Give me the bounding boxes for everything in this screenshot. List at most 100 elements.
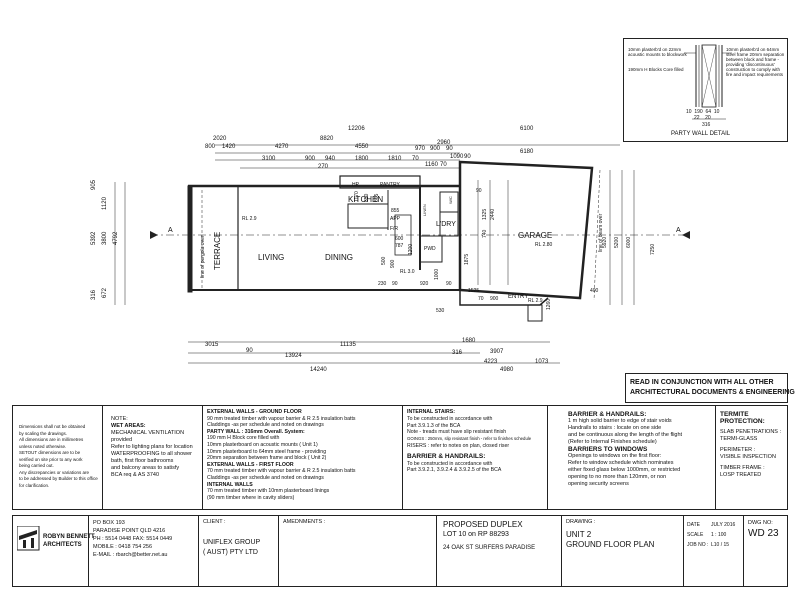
dim-k850: 850 [364, 193, 370, 202]
dim-g1325: 1325 [482, 209, 488, 220]
dim-4223: 4223 [484, 359, 498, 365]
dwg-cell: DWG NO: WD 23 [744, 516, 787, 586]
firm-name-line1: ROBYN BENNETT [43, 534, 95, 540]
dim-g90c: 90 [446, 281, 452, 287]
section-marker-left: A [168, 227, 173, 234]
read-in-conjunction-note: READ IN CONJUNCTION WITH ALL OTHER ARCHI… [625, 373, 795, 403]
dim-k855: 855 [391, 208, 400, 214]
amendments-label: AMEDNMENTS : [283, 519, 326, 525]
dim-g530: 530 [436, 308, 445, 314]
dim-3800: 3800 [102, 231, 108, 245]
dim-g90b: 90 [392, 281, 398, 287]
dim-90b: 90 [464, 154, 471, 160]
client-text: UNIFLEX GROUP( AUST) PTY LTD [203, 539, 261, 556]
dim-6100: 6100 [520, 126, 534, 132]
ground-floor-plan: 2020 800 1420 4270 8820 4550 12206 6100 … [91, 126, 690, 373]
pergola-note: line of pergola over [200, 235, 206, 278]
dim-970: 970 [415, 146, 426, 152]
dim-g900: 900 [490, 296, 499, 302]
room-hp: HP [352, 182, 360, 188]
drawing-cell: DRAWING : UNIT 2 GROUND FLOOR PLAN [562, 516, 684, 586]
barrier-text: BARRIER & HANDRAILS:1 m high solid barri… [568, 411, 683, 487]
dim-316: 316 [91, 289, 97, 300]
dim-1420: 1420 [222, 144, 236, 150]
dim-6180: 6180 [520, 149, 534, 155]
firm-name-line2: ARCHITECTS [43, 542, 82, 548]
party-wall-detail: 10mm plasterb'd on 22mm acoustic mounts … [623, 38, 788, 142]
room-linen: LINEN [422, 204, 427, 216]
rl-entry: RL 2.9 [528, 298, 543, 304]
dim-270: 270 [318, 164, 329, 170]
drawing-title: GROUND FLOOR PLAN [566, 540, 655, 549]
drawing-label: DRAWING : [566, 519, 596, 525]
dim-1090: 1090 [450, 154, 464, 160]
dim-8820: 8820 [320, 136, 334, 142]
party-wall-left-note-1: 10mm plasterb'd on 22mm acoustic mounts … [628, 47, 687, 57]
dim-4792: 4792 [113, 231, 119, 245]
dim-1800: 1800 [355, 156, 369, 162]
dim-70a: 70 [412, 156, 419, 162]
read-note-line1: READ IN CONJUNCTION WITH ALL OTHER [630, 379, 774, 386]
dim-1120: 1120 [102, 196, 108, 210]
dwg-number: WD 23 [748, 528, 779, 539]
dim-g70: 70 [478, 296, 484, 302]
dim-g1525: 1525 [468, 288, 479, 294]
dim-14240: 14240 [310, 367, 327, 373]
dim-k500: 500 [381, 256, 387, 265]
dim-g5920: 5920 [602, 237, 608, 248]
dim-12206: 12206 [348, 126, 365, 132]
stairs-notes: INTERNAL STAIRS:To be constructed in acc… [403, 406, 548, 509]
room-fr: F/R [390, 226, 398, 232]
dim-11135: 11135 [340, 342, 356, 348]
client-cell: CLIENT : UNIFLEX GROUP( AUST) PTY LTD [199, 516, 279, 586]
dim-90c: 90 [246, 348, 253, 354]
dim-5392: 5392 [91, 231, 97, 245]
rl-garage: RL 2.80 [535, 242, 553, 248]
party-wall-dim-total: 316 [702, 122, 711, 128]
dim-940: 940 [325, 156, 336, 162]
firm-logo [17, 526, 40, 551]
dim-g1000: 1000 [434, 269, 440, 280]
dim-900b: 900 [305, 156, 316, 162]
section-arrow-right [682, 231, 690, 239]
dim-g1875: 1875 [464, 254, 470, 265]
dim-4550: 4550 [355, 144, 369, 150]
party-wall-title: PARTY WALL DETAIL [671, 131, 731, 137]
project-cell: PROPOSED DUPLEX LOT 10 on RP 88293 24 OA… [437, 516, 562, 586]
amendments-cell: AMEDNMENTS : [279, 516, 437, 586]
dim-k787: 787 [395, 243, 404, 249]
dim-k900: 900 [390, 259, 396, 268]
room-wc: W/C [448, 196, 453, 204]
dim-800: 800 [205, 144, 216, 150]
room-terrace: TERRACE [213, 232, 222, 270]
room-ldry: L'DRY [436, 221, 456, 228]
dim-1160: 1160 [425, 162, 439, 168]
dim-316b: 316 [452, 350, 463, 356]
dim-672: 672 [102, 287, 108, 298]
dim-3100: 3100 [262, 156, 276, 162]
dim-70b: 70 [440, 162, 447, 168]
dim-g920: 920 [420, 281, 429, 287]
client-label: CLIENT : [203, 519, 226, 525]
dim-905: 905 [91, 179, 97, 190]
party-wall-right-note: 10mm plasterb'd on 64mm steel frame 20mm… [726, 47, 785, 77]
dim-g740: 740 [482, 229, 488, 238]
dim-2960: 2960 [437, 140, 451, 146]
room-entry: ENTRY [508, 294, 528, 300]
dim-13924: 13924 [285, 353, 302, 359]
dim-g5200: 5200 [614, 237, 620, 248]
section-marker-right: A [676, 227, 681, 234]
dim-g90: 90 [476, 188, 482, 194]
